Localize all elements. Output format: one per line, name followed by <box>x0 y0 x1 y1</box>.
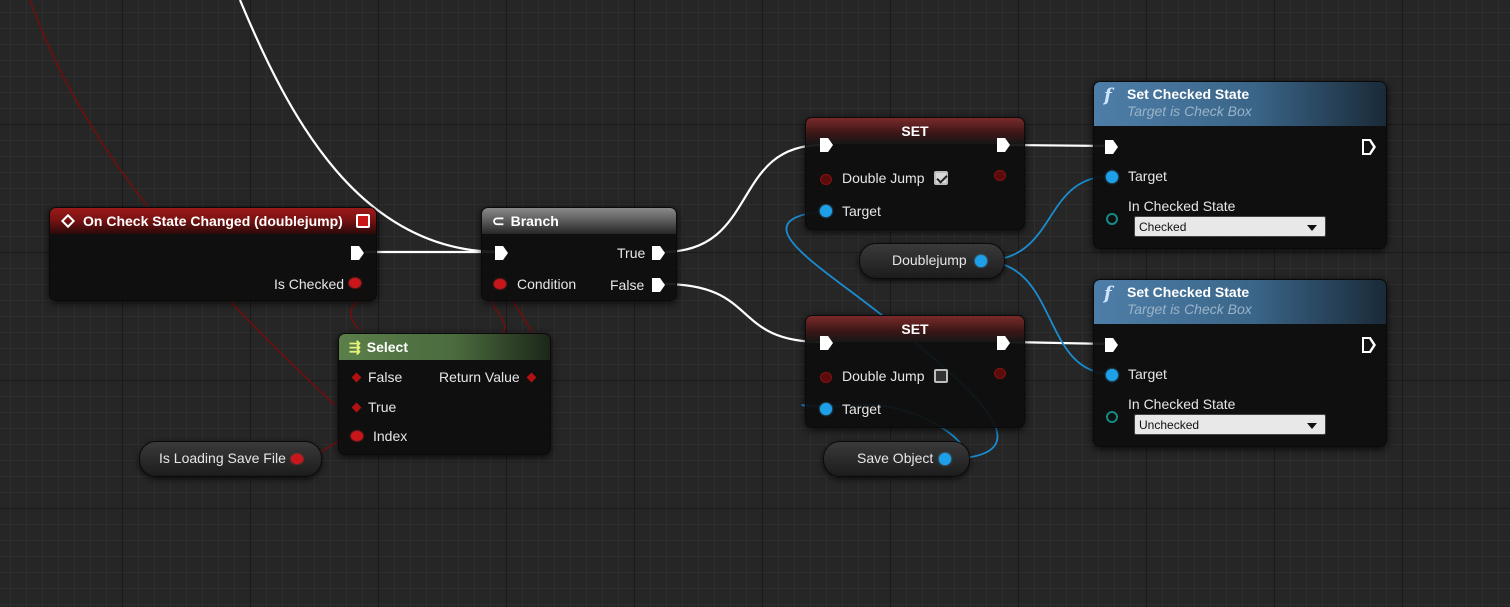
select-node[interactable]: ⇶ Select False Return Value True Index <box>338 333 551 455</box>
branch-true-pin[interactable] <box>652 246 665 260</box>
exec-wire-false-set <box>662 282 823 344</box>
set-node-bottom-header[interactable]: SET <box>806 316 1024 342</box>
set-top-var-label: Double Jump <box>842 170 925 186</box>
select-icon: ⇶ <box>349 338 361 355</box>
bool-wire-left <box>29 0 336 406</box>
set-node-top-header[interactable]: SET <box>806 118 1024 144</box>
branch-false-label: False <box>610 277 645 293</box>
save-object-var-label: Save Object <box>857 450 934 466</box>
set-node-top[interactable]: SET Double Jump Target <box>805 117 1025 230</box>
set-top-target-pin[interactable] <box>820 205 832 217</box>
select-node-header[interactable]: ⇶ Select <box>339 334 550 360</box>
exec-wire-true-set <box>662 143 823 254</box>
set-checked-top-exec-out-pin[interactable] <box>1362 139 1376 155</box>
is-loading-save-file-label: Is Loading Save File <box>159 450 286 466</box>
set-checked-state-bottom-node[interactable]: f Set Checked State Target is Check Box … <box>1093 279 1387 447</box>
set-top-checkbox[interactable] <box>934 171 948 185</box>
set-checked-state-top-node[interactable]: f Set Checked State Target is Check Box … <box>1093 81 1387 249</box>
set-node-bottom[interactable]: SET Double Jump Target <box>805 315 1025 428</box>
set-bottom-value-out-pin[interactable] <box>994 368 1006 379</box>
exec-wire-from-top <box>238 0 498 254</box>
select-index-pin[interactable] <box>351 431 363 441</box>
set-checked-top-target-label: Target <box>1128 168 1167 184</box>
set-top-value-out-pin[interactable] <box>994 170 1006 181</box>
is-checked-pin[interactable] <box>349 278 361 288</box>
set-checked-top-state-pin[interactable] <box>1106 213 1118 225</box>
set-bottom-value-in-pin[interactable] <box>820 372 832 383</box>
set-checked-bottom-target-pin[interactable] <box>1106 369 1118 381</box>
set-checked-state-top-subtitle: Target is Check Box <box>1127 103 1252 119</box>
set-checked-top-state-dropdown[interactable]: Checked <box>1134 216 1326 237</box>
chevron-down-icon <box>1307 423 1317 429</box>
select-return-label: Return Value <box>439 369 520 385</box>
doublejump-var-pin[interactable] <box>975 255 987 267</box>
doublejump-var-label: Doublejump <box>892 252 967 268</box>
select-true-pin[interactable] <box>351 402 362 413</box>
set-bottom-target-label: Target <box>842 401 881 417</box>
branch-exec-in-pin[interactable] <box>495 246 508 260</box>
set-checked-bottom-exec-out-pin[interactable] <box>1362 337 1376 353</box>
event-node-title: On Check State Changed (doublejump) <box>83 213 343 229</box>
set-checked-state-bottom-title: Set Checked State <box>1127 284 1250 300</box>
select-true-label: True <box>368 399 397 415</box>
set-checked-top-state-label: In Checked State <box>1128 198 1236 214</box>
is-loading-save-file-node[interactable]: Is Loading Save File <box>139 441 322 477</box>
chevron-down-icon <box>1307 225 1317 231</box>
set-bottom-target-pin[interactable] <box>820 403 832 415</box>
set-bottom-checkbox[interactable] <box>934 369 948 383</box>
stop-icon <box>356 214 370 228</box>
select-false-label: False <box>368 369 403 385</box>
set-checked-top-exec-in-pin[interactable] <box>1105 140 1118 154</box>
set-bottom-var-label: Double Jump <box>842 368 925 384</box>
set-checked-top-target-pin[interactable] <box>1106 171 1118 183</box>
select-false-pin[interactable] <box>351 372 362 383</box>
branch-node-header[interactable]: ⊂ Branch <box>482 208 676 234</box>
is-loading-save-file-pin[interactable] <box>291 454 303 464</box>
set-checked-top-state-value: Checked <box>1139 220 1187 234</box>
doublejump-var-node[interactable]: Doublejump <box>859 243 1005 279</box>
branch-true-label: True <box>617 245 646 261</box>
event-is-checked-label: Is Checked <box>274 276 345 292</box>
set-node-top-title: SET <box>901 123 929 139</box>
object-wire-doublejump-top <box>981 175 1113 262</box>
branch-node-title: Branch <box>510 213 559 229</box>
set-bottom-exec-out-pin[interactable] <box>997 336 1010 350</box>
set-checked-state-bottom-header[interactable]: f Set Checked State Target is Check Box <box>1094 280 1386 324</box>
select-node-title: Select <box>366 339 408 355</box>
event-exec-out-pin[interactable] <box>351 246 364 260</box>
set-checked-state-top-title: Set Checked State <box>1127 86 1250 102</box>
set-checked-bottom-target-label: Target <box>1128 366 1167 382</box>
event-icon <box>60 213 76 229</box>
function-icon: f <box>1104 85 1112 106</box>
set-checked-state-bottom-subtitle: Target is Check Box <box>1127 301 1252 317</box>
branch-false-pin[interactable] <box>652 278 665 292</box>
set-checked-state-top-header[interactable]: f Set Checked State Target is Check Box <box>1094 82 1386 126</box>
set-checked-bottom-state-value: Unchecked <box>1139 418 1200 432</box>
set-top-exec-out-pin[interactable] <box>997 138 1010 152</box>
function-icon: f <box>1104 283 1112 304</box>
object-wire-doublejump-bottom <box>981 260 1113 375</box>
set-top-target-label: Target <box>842 203 881 219</box>
event-node[interactable]: On Check State Changed (doublejump) Is C… <box>49 207 377 301</box>
branch-node[interactable]: ⊂ Branch True Condition False <box>481 207 677 301</box>
select-index-label: Index <box>373 428 408 444</box>
set-checked-bottom-state-dropdown[interactable]: Unchecked <box>1134 414 1326 435</box>
save-object-var-pin[interactable] <box>939 453 951 465</box>
set-bottom-exec-in-pin[interactable] <box>820 336 833 350</box>
set-checked-bottom-state-pin[interactable] <box>1106 411 1118 423</box>
save-object-var-node[interactable]: Save Object <box>823 441 970 477</box>
set-node-bottom-title: SET <box>901 321 929 337</box>
branch-condition-label: Condition <box>517 276 577 292</box>
select-return-pin[interactable] <box>526 372 537 383</box>
set-top-exec-in-pin[interactable] <box>820 138 833 152</box>
set-top-value-in-pin[interactable] <box>820 174 832 185</box>
branch-condition-pin[interactable] <box>494 279 506 289</box>
event-node-header[interactable]: On Check State Changed (doublejump) <box>50 208 376 234</box>
set-checked-bottom-state-label: In Checked State <box>1128 396 1236 412</box>
branch-icon: ⊂ <box>492 213 505 230</box>
set-checked-bottom-exec-in-pin[interactable] <box>1105 338 1118 352</box>
